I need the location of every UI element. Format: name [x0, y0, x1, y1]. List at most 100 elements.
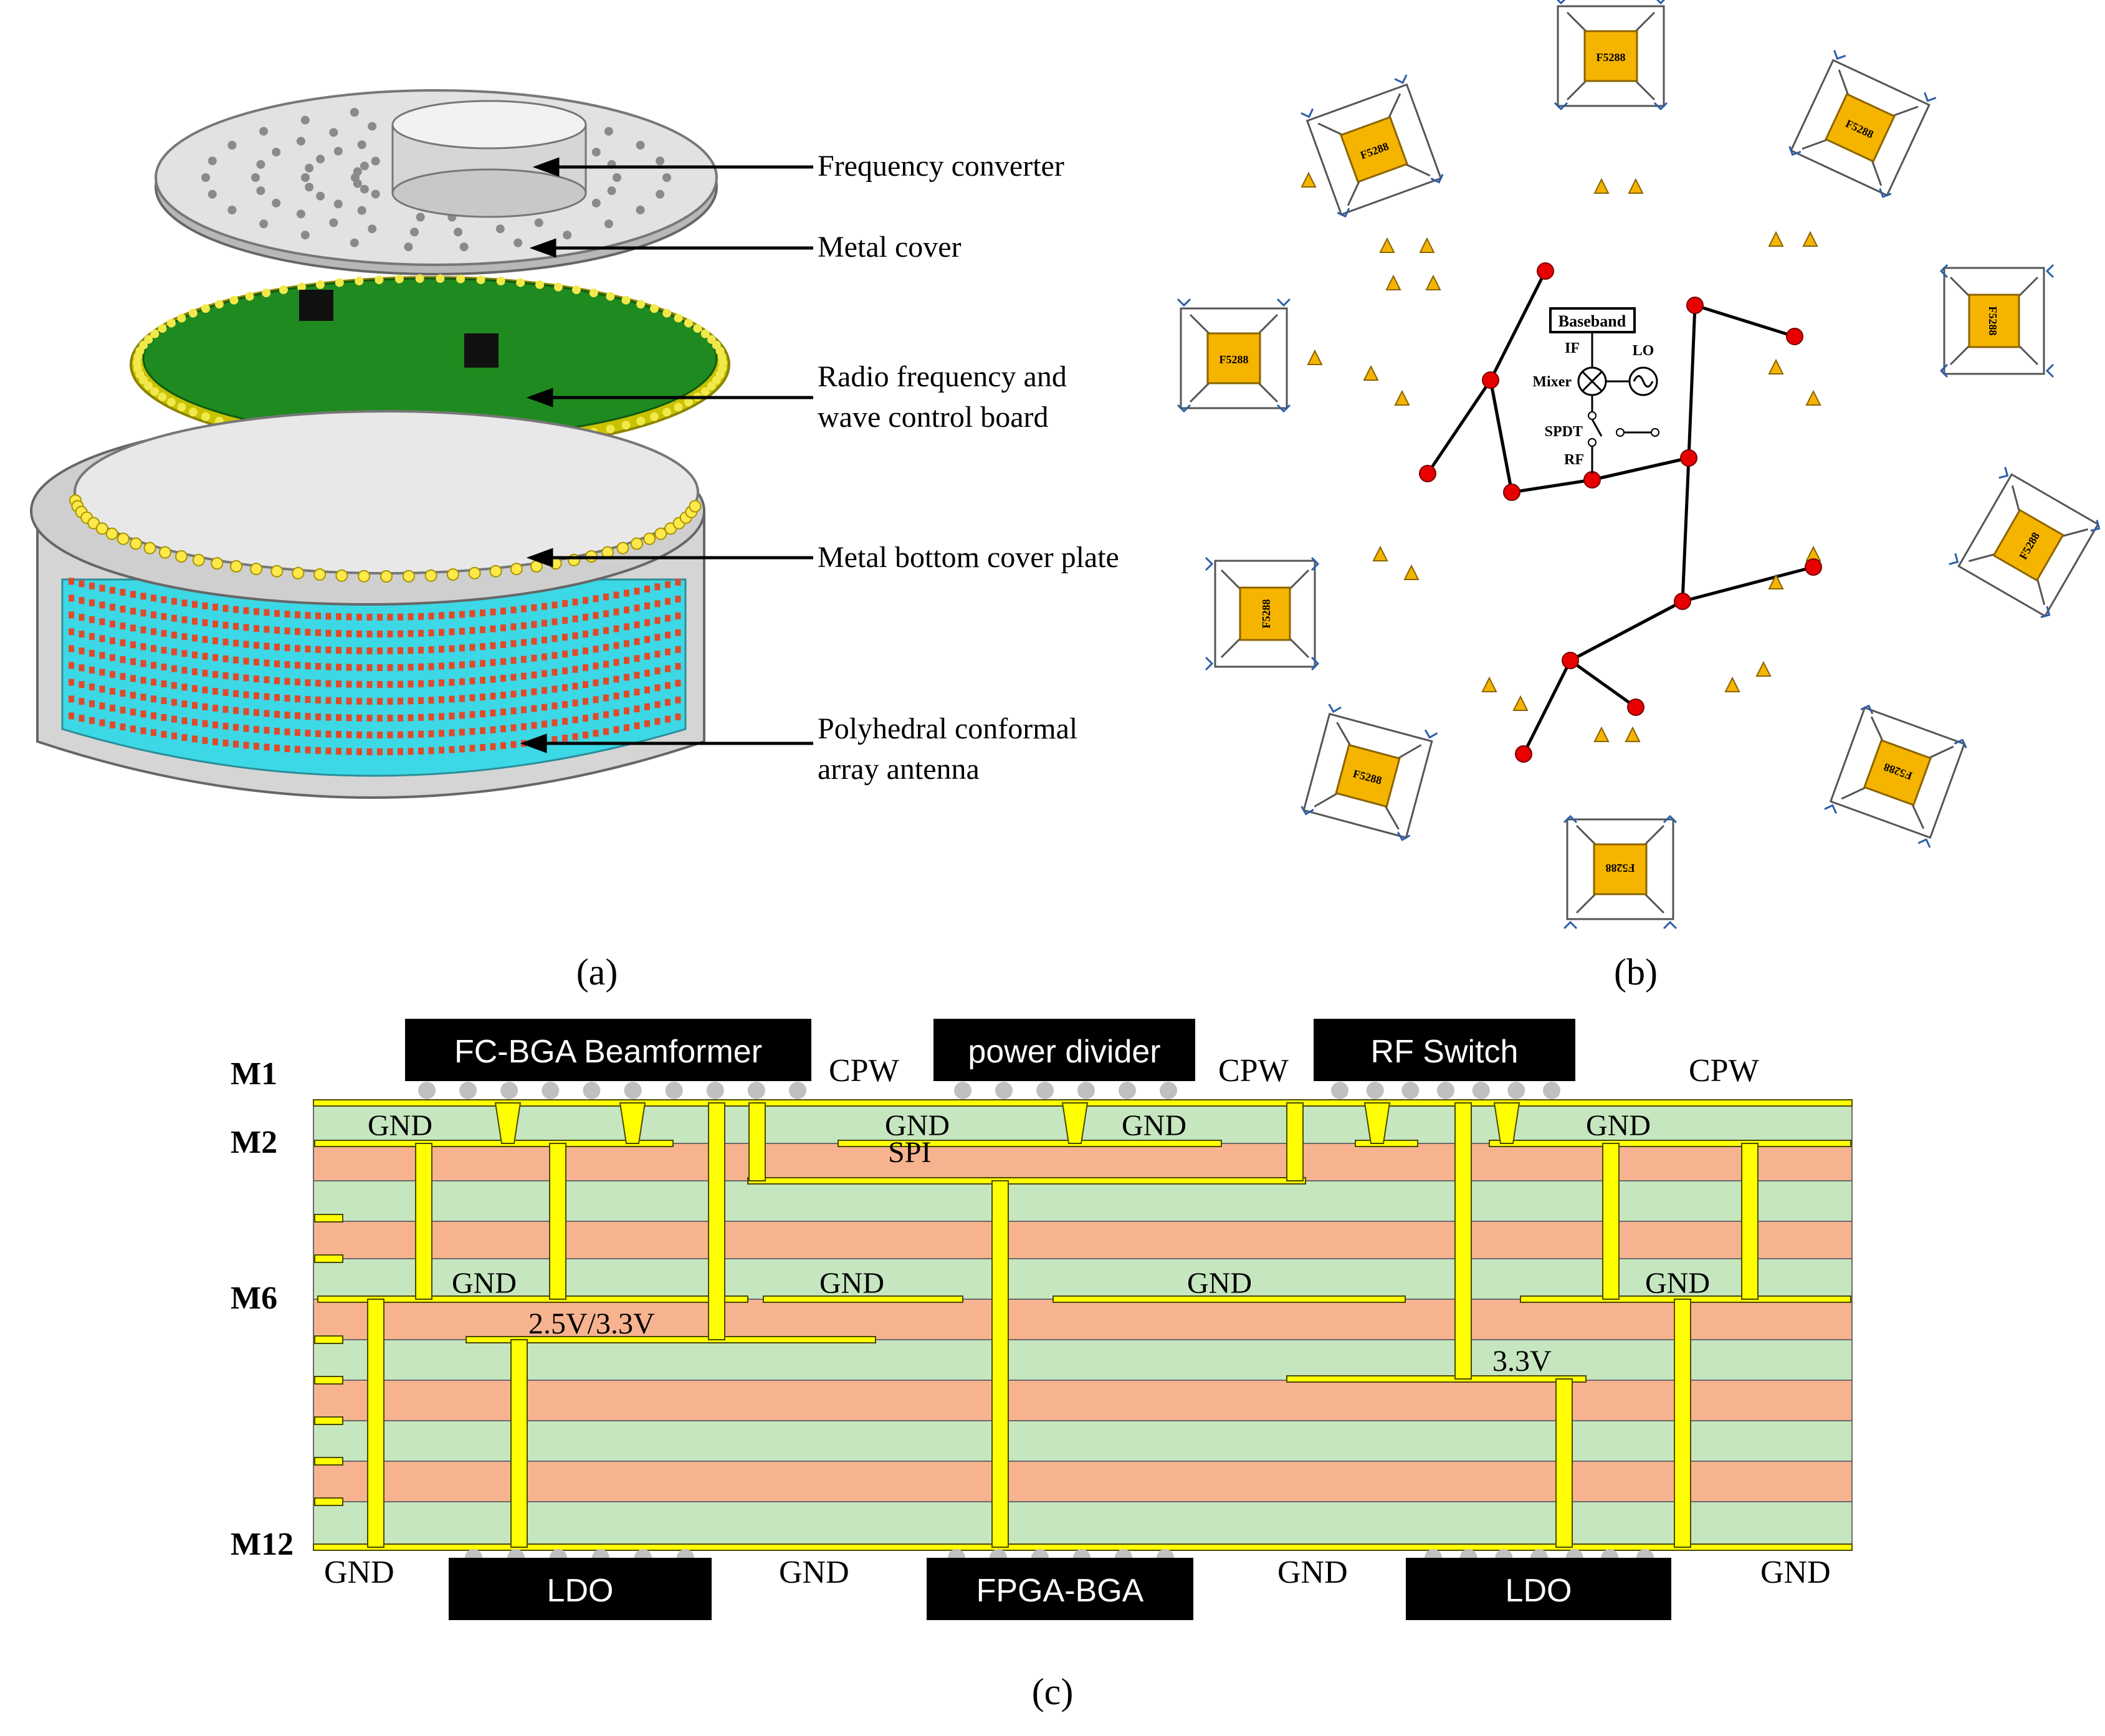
antenna-element	[593, 730, 599, 737]
antenna-element	[181, 616, 188, 624]
board-edge-pad	[606, 292, 615, 301]
spdt-label: SPDT	[1545, 424, 1583, 440]
antenna-element	[583, 698, 588, 705]
layer-m1: M1	[231, 1056, 277, 1092]
antenna-element	[439, 646, 444, 653]
antenna-element	[356, 664, 362, 671]
antenna-element	[387, 647, 393, 654]
cover-hole	[301, 173, 310, 182]
board-edge-pad	[662, 408, 672, 417]
antenna-element	[151, 695, 156, 703]
antenna-element	[490, 675, 496, 683]
antenna-element	[510, 707, 517, 715]
board-edge-pad	[516, 278, 525, 287]
solder-ball	[1119, 1082, 1136, 1099]
edge-stub	[314, 1416, 343, 1425]
antenna-element	[418, 629, 424, 637]
antenna-icon	[1663, 814, 1678, 824]
edge-stub	[314, 1335, 343, 1344]
antenna-element	[603, 711, 609, 718]
antenna-element	[89, 683, 95, 690]
antenna-icon	[1833, 50, 1846, 60]
antenna-element	[274, 727, 280, 735]
antenna-element	[644, 619, 650, 626]
antenna-element	[634, 604, 640, 612]
gnd-m6-4: GND	[1645, 1267, 1710, 1300]
antenna-element	[356, 680, 362, 688]
antenna-element	[346, 714, 352, 722]
dielectric-layer	[313, 1258, 1853, 1300]
fpga-label: FPGA-BGA	[976, 1573, 1144, 1609]
antenna-element	[305, 746, 311, 754]
antenna-element	[295, 679, 300, 686]
antenna-element	[222, 739, 229, 746]
bottom-plate-pad	[643, 532, 656, 545]
f5288-chip	[1825, 93, 1896, 163]
divider-node	[1562, 652, 1579, 669]
power-divider-chip	[933, 1019, 1195, 1081]
board-edge-pad	[245, 292, 254, 301]
f5288-chip	[1339, 116, 1409, 183]
antenna-element	[551, 652, 558, 659]
board-edge-pad	[139, 340, 148, 350]
via	[1741, 1143, 1759, 1300]
amplifier-triangle	[1481, 676, 1497, 692]
solder-ball	[1160, 1082, 1177, 1099]
antenna-element	[243, 691, 249, 699]
leader-lines	[520, 157, 813, 753]
antenna-element	[449, 662, 455, 669]
antenna-element	[89, 717, 95, 724]
antenna-element	[634, 588, 640, 595]
antenna-element	[336, 714, 341, 722]
antenna-element	[490, 625, 496, 632]
antenna-element	[675, 662, 681, 670]
antenna-element	[562, 684, 568, 692]
cover-hole	[333, 199, 343, 209]
antenna-element	[192, 735, 198, 743]
edge-stub	[314, 1376, 343, 1385]
antenna-element	[120, 639, 126, 647]
antenna-element	[79, 597, 85, 604]
antenna-element	[654, 684, 661, 692]
board-edge-pad	[707, 335, 716, 344]
antenna-element	[665, 715, 671, 723]
antenna-element	[624, 589, 629, 597]
gnd-m2-4: GND	[1586, 1109, 1651, 1142]
board-edge-pad	[188, 308, 198, 318]
cover-hole	[272, 198, 281, 207]
antenna-icon	[1556, 0, 1566, 5]
antenna-element	[469, 711, 475, 718]
antenna-element	[449, 645, 455, 652]
beamformer-chip	[405, 1019, 811, 1081]
antenna-icon	[2040, 606, 2051, 618]
cover-hole	[360, 161, 369, 171]
antenna-element	[387, 748, 393, 755]
amplifier-triangle	[1394, 389, 1410, 406]
cpw-label-2: CPW	[1218, 1053, 1289, 1089]
bottom-plate-pad	[689, 500, 702, 513]
antenna-element	[202, 619, 208, 626]
bottom-plate-pad	[175, 550, 188, 563]
label-rf-board-2: wave control board	[818, 401, 1049, 434]
solder-ball	[706, 1082, 724, 1099]
antenna-element	[377, 664, 383, 671]
antenna-element	[449, 679, 455, 686]
antenna-element	[408, 697, 414, 705]
antenna-element	[593, 646, 599, 653]
antenna-element	[469, 610, 475, 618]
antenna-element	[140, 643, 146, 651]
antenna-element	[192, 651, 198, 659]
amplifier-triangle	[1301, 171, 1317, 188]
antenna-icon	[1301, 806, 1314, 816]
antenna-icon	[1177, 404, 1191, 413]
antenna-element	[181, 684, 188, 691]
antenna-element	[521, 672, 527, 680]
antenna-element	[346, 630, 352, 637]
antenna-element	[212, 637, 218, 644]
power-divider-label: power divider	[968, 1034, 1160, 1070]
baseband-box	[1549, 307, 1636, 333]
via	[367, 1299, 384, 1548]
antenna-element	[366, 748, 373, 755]
via	[549, 1143, 566, 1300]
antenna-element	[171, 631, 177, 639]
